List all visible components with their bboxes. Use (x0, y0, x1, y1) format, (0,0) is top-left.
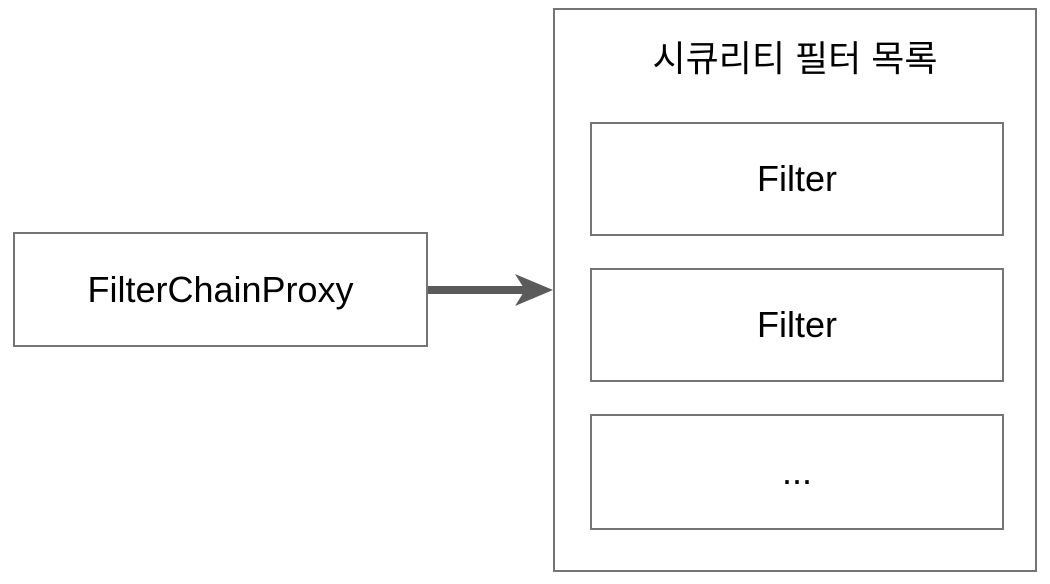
filter-chain-proxy-label: FilterChainProxy (87, 268, 354, 310)
filter-box-1-label: Filter (757, 158, 837, 200)
ellipsis-box: ... (590, 414, 1004, 530)
arrow-head (515, 274, 553, 306)
security-filter-list-container: 시큐리티 필터 목록 Filter Filter ... (553, 8, 1037, 572)
ellipsis-box-label: ... (781, 451, 812, 493)
filter-box-2: Filter (590, 268, 1004, 382)
filter-chain-proxy-box: FilterChainProxy (13, 232, 428, 347)
filter-box-1: Filter (590, 122, 1004, 236)
filter-box-2-label: Filter (757, 304, 837, 346)
security-filter-list-title: 시큐리티 필터 목록 (652, 38, 938, 79)
arrow-right-icon (428, 274, 553, 306)
